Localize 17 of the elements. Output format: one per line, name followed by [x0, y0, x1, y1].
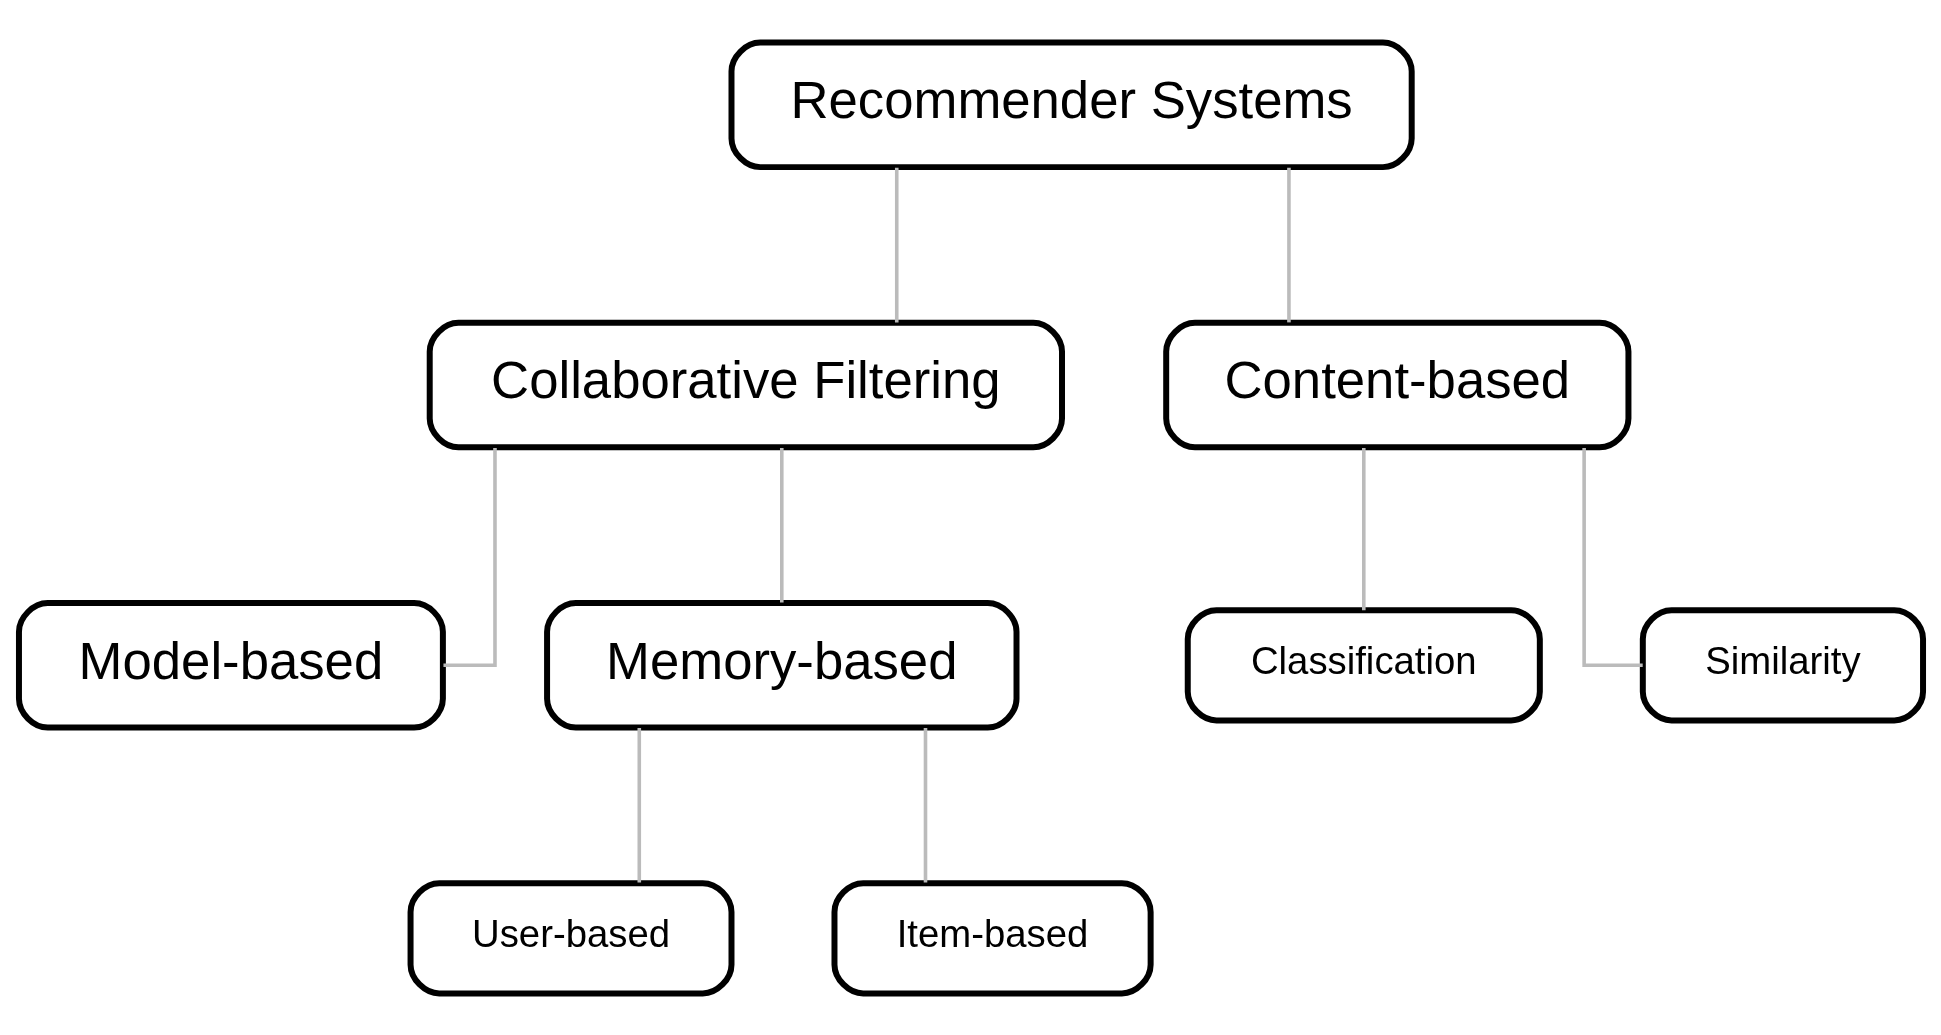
node-box: Model-based	[15, 599, 446, 731]
node-box: User-based	[407, 879, 734, 996]
node-box: Content-based	[1162, 319, 1631, 450]
connector	[637, 727, 641, 882]
connector	[1361, 447, 1366, 610]
node-box: Collaborative Filtering	[426, 319, 1065, 450]
node-box: Classification	[1184, 606, 1543, 723]
connector	[923, 727, 927, 882]
node-box: Recommender Systems	[728, 39, 1415, 170]
connector	[1581, 447, 1643, 667]
connector	[442, 447, 497, 667]
node-box: Similarity	[1639, 606, 1926, 723]
connector	[1286, 167, 1291, 322]
connector	[894, 167, 899, 322]
connector	[779, 447, 784, 603]
node-box: Item-based	[831, 879, 1154, 996]
node-box: Memory-based	[543, 599, 1019, 731]
